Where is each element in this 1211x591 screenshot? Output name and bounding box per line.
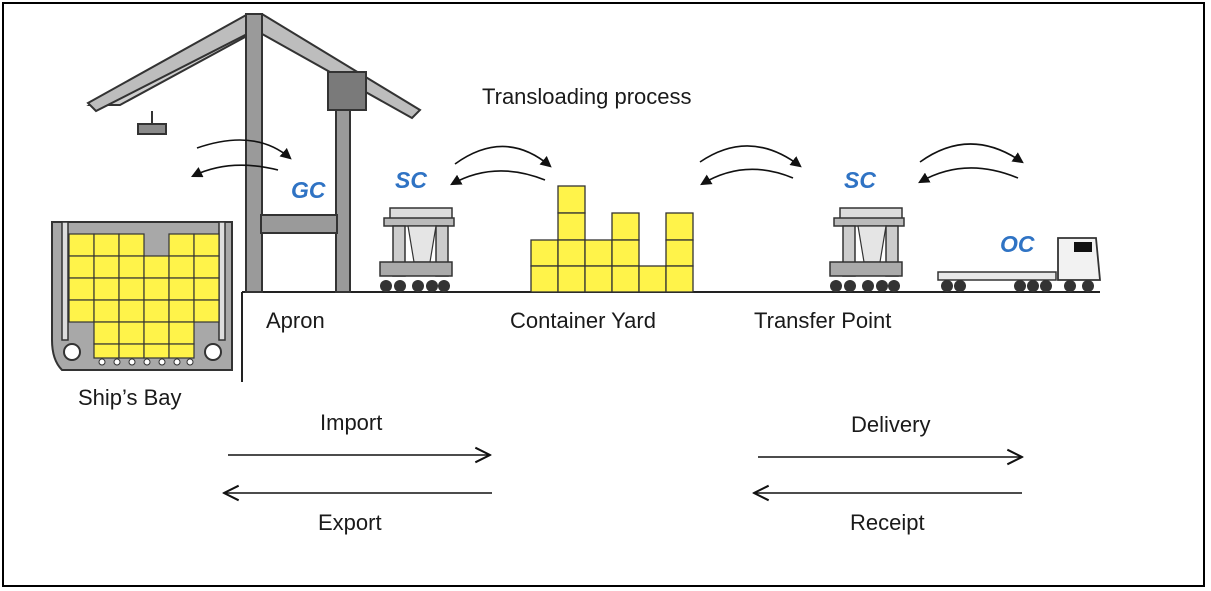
exchange-arrows xyxy=(190,139,1024,186)
container-yard-stacks xyxy=(530,185,694,293)
sc-left-arrow-right xyxy=(454,145,552,168)
delivery-label: Delivery xyxy=(851,412,930,437)
gantry-crane xyxy=(86,13,422,293)
transfer-point-label: Transfer Point xyxy=(754,308,891,333)
container-yard-label: Container Yard xyxy=(510,308,656,333)
truck xyxy=(937,237,1101,292)
straddle-carrier-left xyxy=(379,207,455,292)
flow-arrows xyxy=(224,455,1022,493)
sc-left-label: SC xyxy=(395,167,427,193)
apron-label: Apron xyxy=(266,308,325,333)
ship xyxy=(51,221,233,371)
oc-arrow-right xyxy=(919,143,1024,164)
sc-right-label: SC xyxy=(844,167,876,193)
oc-arrow-left xyxy=(918,167,1019,184)
gc-label: GC xyxy=(291,177,326,203)
oc-label: OC xyxy=(1000,231,1035,257)
sc-left-arrow-left xyxy=(450,170,546,186)
sc-right-arrow-left xyxy=(700,168,794,186)
sc-right-arrow-right xyxy=(699,145,802,168)
ground xyxy=(241,291,1100,382)
import-label: Import xyxy=(320,410,382,435)
ships-bay-label: Ship’s Bay xyxy=(78,385,182,410)
diagram-title: Transloading process xyxy=(482,84,692,109)
export-label: Export xyxy=(318,510,382,535)
gc-arrow-right xyxy=(196,139,292,160)
gc-arrow-left xyxy=(190,164,279,178)
straddle-carrier-right xyxy=(829,207,905,292)
receipt-label: Receipt xyxy=(850,510,925,535)
